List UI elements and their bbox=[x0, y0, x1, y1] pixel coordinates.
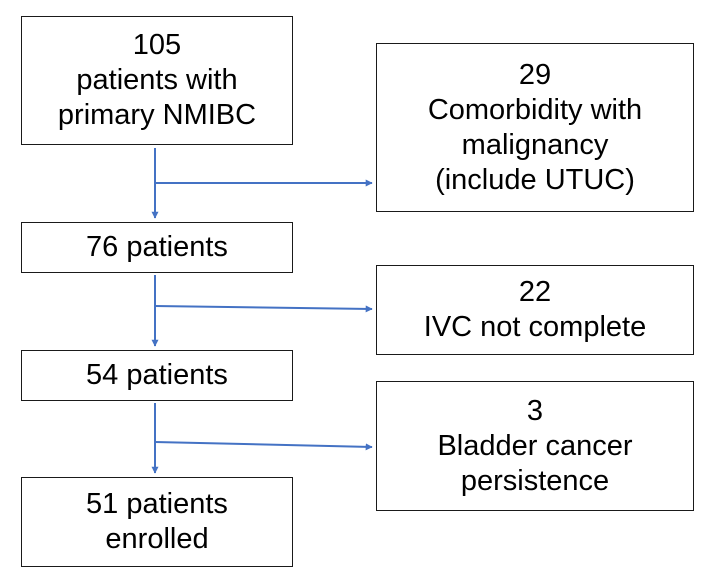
box-primary-nmibc-count: 105 bbox=[132, 29, 182, 61]
exclusion-comorbidity-count: 29 bbox=[518, 58, 552, 91]
exclusion-comorbidity-line4: (include UTUC) bbox=[435, 163, 635, 196]
box-primary-nmibc-line2: patients with bbox=[76, 64, 238, 96]
arrow-exclusion-2 bbox=[154, 305, 373, 313]
box-76-patients: 76 patients bbox=[21, 222, 293, 273]
exclusion-ivc-count: 22 bbox=[518, 276, 552, 308]
exclusion-box-ivc: 22 IVC not complete bbox=[376, 265, 694, 355]
box-enrolled-line2: enrolled bbox=[105, 523, 209, 555]
box-54-patients: 54 patients bbox=[21, 350, 293, 401]
box-primary-nmibc-line3: primary NMIBC bbox=[57, 99, 257, 131]
exclusion-persistence-line2: Bladder cancer bbox=[437, 429, 633, 462]
exclusion-ivc-line2: IVC not complete bbox=[423, 311, 647, 343]
exclusion-box-persistence: 3 Bladder cancer persistence bbox=[376, 381, 694, 511]
box-primary-nmibc: 105 patients with primary NMIBC bbox=[21, 16, 293, 145]
box-enrolled-line1: 51 patients bbox=[86, 488, 228, 520]
box-enrolled: 51 patients enrolled bbox=[21, 477, 293, 567]
exclusion-box-comorbidity: 29 Comorbidity with malignancy (include … bbox=[376, 43, 694, 212]
exclusion-persistence-count: 3 bbox=[526, 394, 544, 427]
exclusion-comorbidity-line2: Comorbidity with bbox=[427, 93, 643, 126]
arrow-exclusion-3 bbox=[154, 441, 373, 451]
exclusion-comorbidity-line3: malignancy bbox=[461, 128, 609, 161]
box-54-patients-label: 54 patients bbox=[86, 359, 228, 391]
box-76-patients-label: 76 patients bbox=[86, 231, 228, 263]
exclusion-persistence-line3: persistence bbox=[460, 464, 610, 497]
